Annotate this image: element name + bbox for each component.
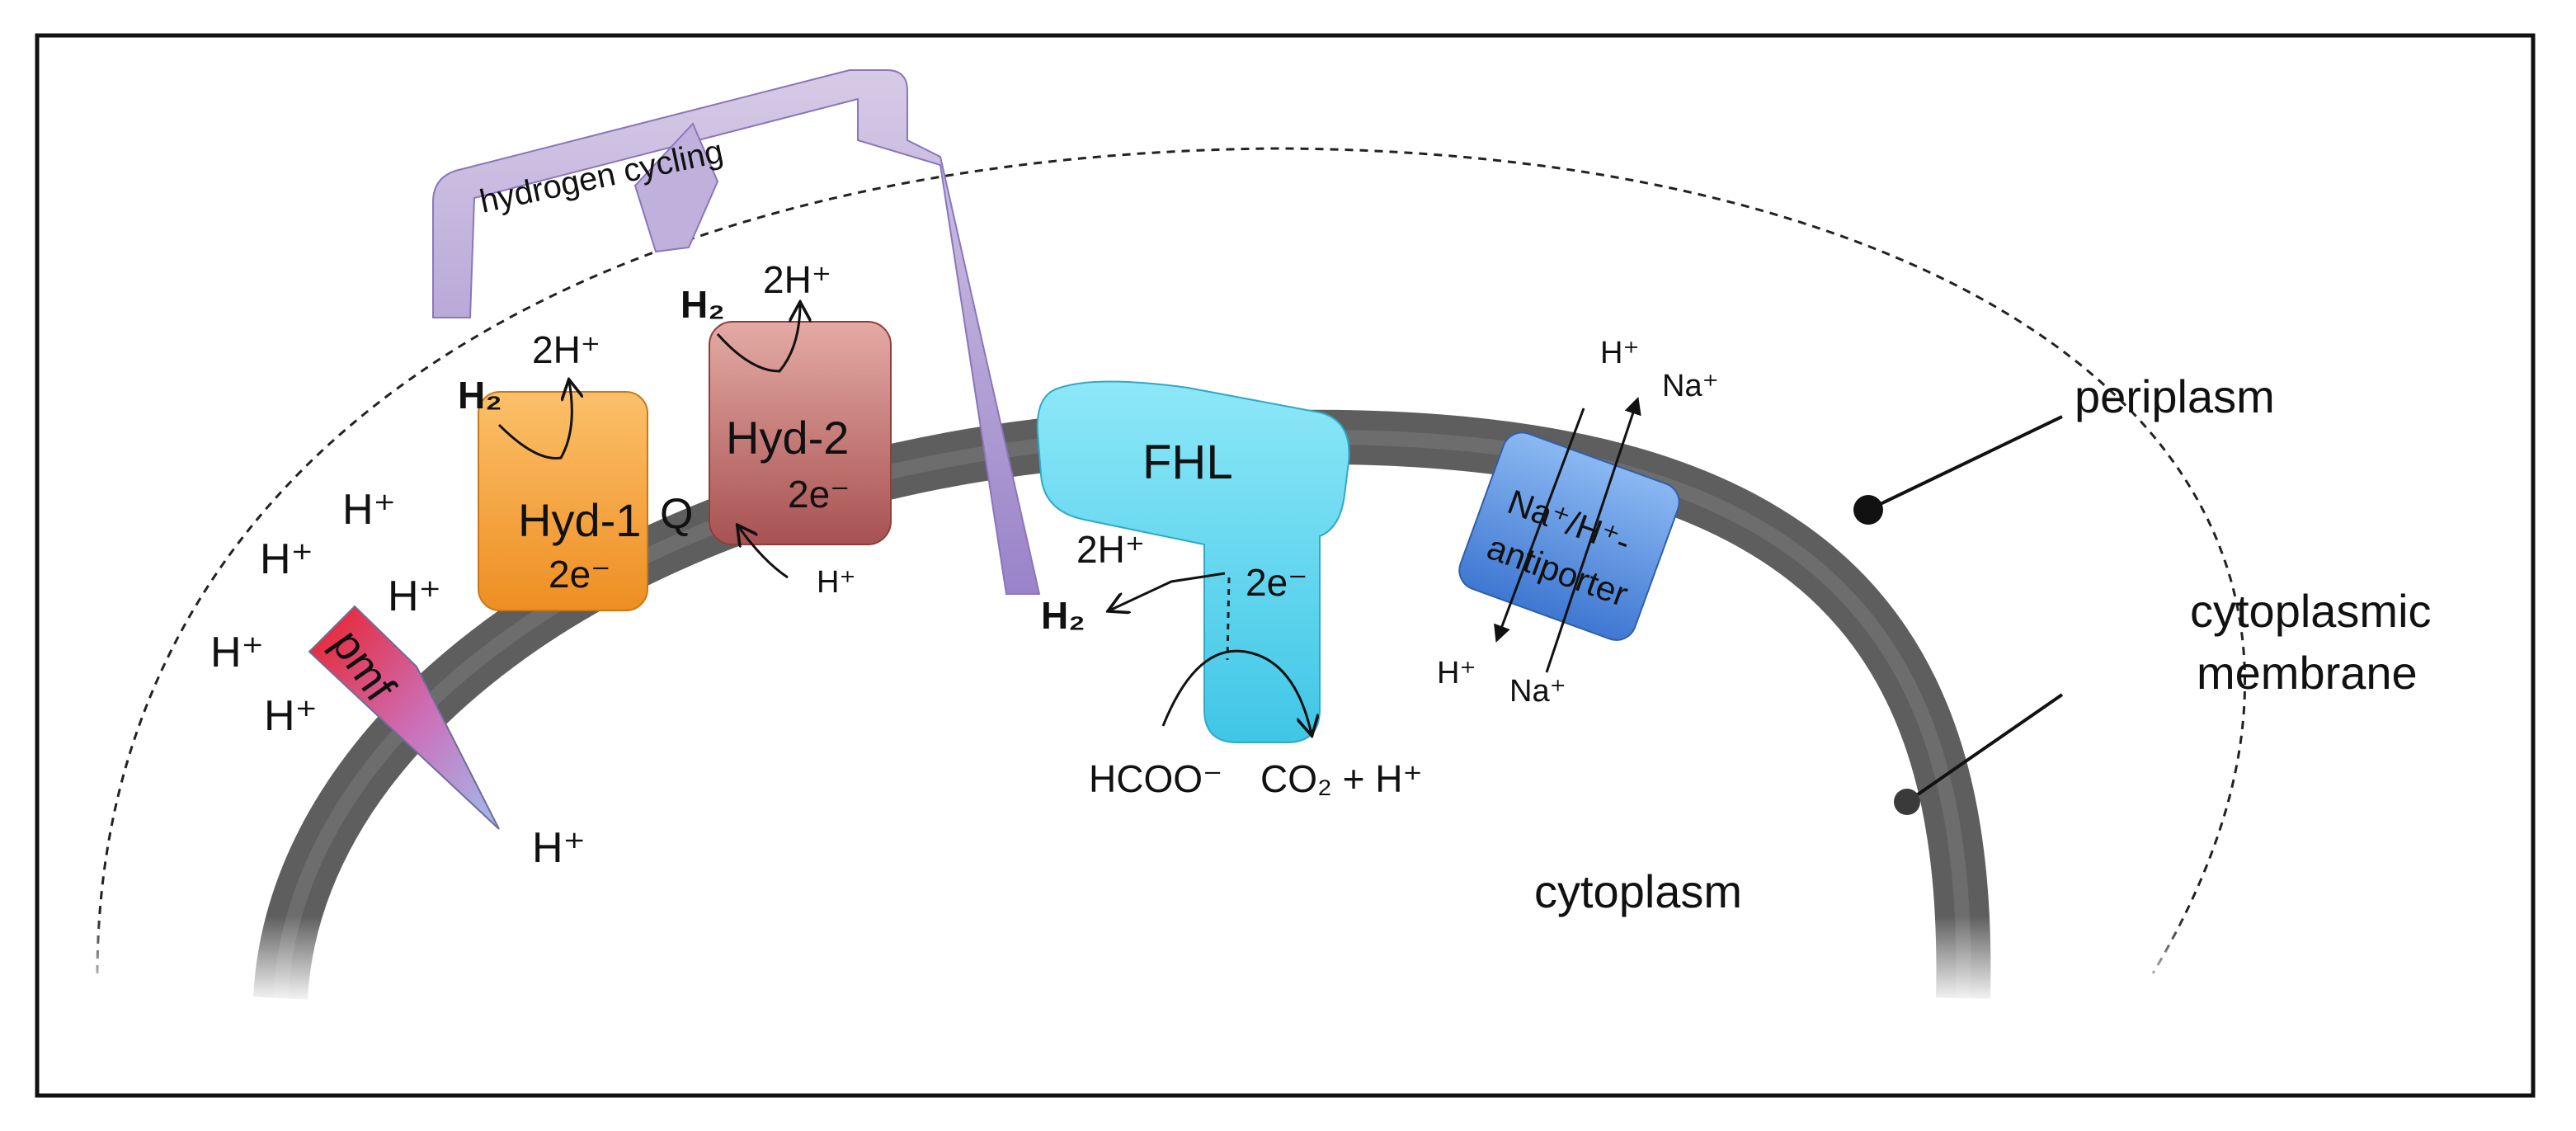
membrane-label-line2: membrane <box>2197 647 2418 699</box>
antiporter-na-top: Na⁺ <box>1662 369 1719 403</box>
fhl-name: FHL <box>1142 436 1233 489</box>
membrane-pointer <box>1905 693 2064 803</box>
hyd1-name: Hyd-1 <box>518 494 641 546</box>
hyd2-release: 2H⁺ <box>763 258 831 301</box>
periplasm-label: periplasm <box>2074 370 2275 422</box>
fhl-h2-out: H₂ <box>1041 594 1085 637</box>
antiporter-h-arrow <box>1494 408 1585 643</box>
periplasm-proton-5: H⁺ <box>264 692 318 740</box>
quinone-label: Q <box>660 490 693 538</box>
periplasm-proton-2: H⁺ <box>260 535 313 583</box>
fhl-electrons: 2e⁻ <box>1246 561 1307 604</box>
periplasm-pointer <box>1867 415 2063 511</box>
membrane-pointer-dot <box>1894 789 1920 815</box>
antiporter-h-top: H⁺ <box>1600 336 1640 370</box>
antiporter-na-bottom: Na⁺ <box>1509 674 1566 709</box>
hyd2-proton-arrow <box>738 526 789 579</box>
fhl-internal-dash <box>1226 577 1231 661</box>
antiporter-h-bottom: H⁺ <box>1437 656 1476 690</box>
hyd2-proton-in: H⁺ <box>817 565 856 600</box>
periplasm-pointer-dot <box>1853 495 1883 525</box>
hyd2-electrons: 2e⁻ <box>788 473 850 516</box>
fhl-h2-arrow <box>1109 572 1226 610</box>
hydrogen-cycling-arrow <box>432 69 1041 595</box>
antiporter-complex <box>1458 431 1680 641</box>
periplasm-proton-1: H⁺ <box>342 486 396 534</box>
periplasm-proton-3: H⁺ <box>388 573 441 620</box>
hyd2-h2: H₂ <box>680 283 725 326</box>
periplasm-proton-4: H⁺ <box>210 629 264 676</box>
hyd1-electrons: 2e⁻ <box>549 553 610 596</box>
fhl-formate-arrow <box>1161 649 1312 734</box>
antiporter-na-arrow <box>1545 397 1641 673</box>
hyd1-h2: H₂ <box>458 374 502 417</box>
hyd1-release: 2H⁺ <box>532 328 600 371</box>
cytoplasm-label: cytoplasm <box>1534 865 1742 917</box>
fhl-proton-in: 2H⁺ <box>1076 528 1145 571</box>
bottom-fade <box>49 916 2524 1006</box>
cytoplasm-proton: H⁺ <box>532 824 586 872</box>
pmf-wedge <box>308 605 500 830</box>
hyd1-reaction-arrow <box>497 381 572 459</box>
hyd2-name: Hyd-2 <box>726 412 849 464</box>
fhl-substrate: HCOO⁻ <box>1089 757 1222 800</box>
fhl-products: CO₂ + H⁺ <box>1260 757 1423 800</box>
membrane-label-line1: cytoplasmic <box>2190 585 2432 637</box>
hyd2-reaction-arrow <box>716 304 800 373</box>
outer-boundary-dashed <box>96 147 2247 974</box>
